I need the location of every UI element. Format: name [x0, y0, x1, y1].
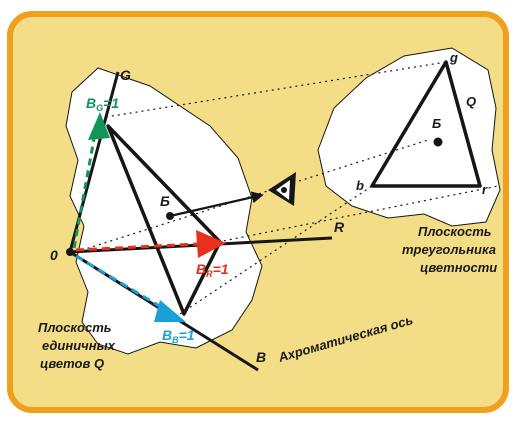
tri-r-label: r [482, 182, 488, 197]
tri-b-label: b [356, 178, 364, 193]
unit-plane-caption: Плоскость единичных цветов Q [38, 320, 116, 371]
white-point-arrow [169, 191, 264, 218]
green-arrowhead [88, 112, 110, 140]
tri-q-label: Q [466, 94, 476, 109]
axis-b-label: B [256, 349, 266, 365]
origin-label: 0 [50, 247, 58, 263]
green-vector [72, 127, 98, 249]
axis-r-label: R [334, 219, 345, 235]
blue-vector [75, 254, 167, 312]
svg-text:цветов Q: цветов Q [40, 356, 104, 371]
tri-g-label: g [449, 50, 458, 65]
unit-triangle [106, 124, 222, 316]
svg-text:Плоскость: Плоскость [418, 224, 491, 239]
white-point-dot [166, 212, 174, 220]
white-point-label: Б [160, 193, 170, 209]
origin-dot [66, 248, 74, 256]
green-vector-label: BG=1 [86, 95, 119, 113]
axis-g-label: G [120, 67, 131, 83]
svg-text:BR=1: BR=1 [196, 261, 229, 279]
red-arrowhead [196, 230, 226, 258]
blue-arrowhead [154, 300, 186, 322]
white-point-small-label: Б [432, 116, 441, 131]
svg-text:Плоскость: Плоскость [38, 320, 111, 335]
svg-text:единичных: единичных [42, 338, 116, 353]
svg-text:BB=1: BB=1 [162, 327, 195, 345]
chromaticity-triangle [370, 60, 482, 188]
svg-text:цветности: цветности [420, 260, 497, 275]
projection-rays [75, 61, 499, 315]
svg-text:треугольника: треугольника [402, 242, 496, 257]
red-vector [75, 242, 199, 252]
svg-text:BG=1: BG=1 [86, 95, 119, 113]
blue-vector-label: BB=1 [162, 327, 195, 345]
chroma-plane-caption: Плоскость треугольника цветности [402, 224, 497, 275]
eye-triangle-icon [268, 172, 296, 206]
red-vector-label: BR=1 [196, 261, 229, 279]
white-point-dot-small [433, 137, 443, 147]
